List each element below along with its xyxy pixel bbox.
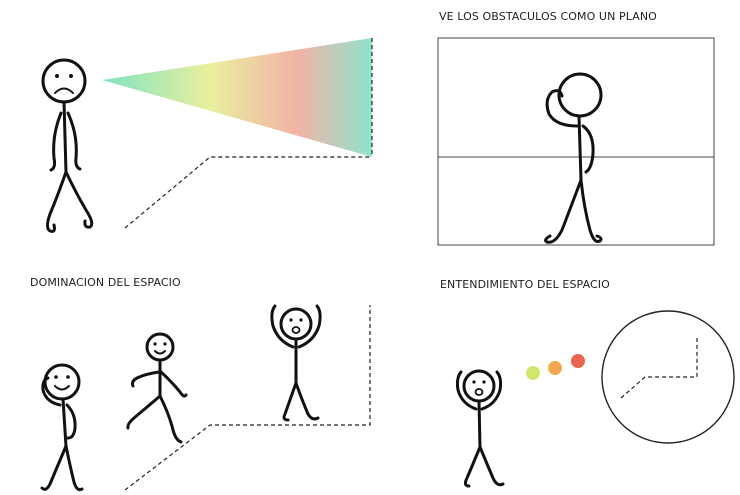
running-figure-right-leg: [158, 394, 183, 444]
thinking-figure-right-leg: [579, 178, 603, 243]
excited-figure-head: [462, 369, 496, 403]
sad-figure-left-eye: [55, 74, 59, 78]
thought-bubble-stairs: [620, 338, 698, 399]
cheering-figure-right-arm: [297, 304, 322, 349]
smiling-figure-hand-on-head: [41, 376, 62, 407]
excited-figure: [455, 369, 505, 488]
sad-figure-right-leg: [64, 170, 94, 229]
smiling-figure-right-leg: [64, 444, 84, 492]
running-figure-left-arm: [131, 370, 161, 388]
running-figure-left-leg: [126, 394, 162, 430]
smiling-figure-left-leg: [40, 444, 68, 491]
thought-bubble: [601, 310, 735, 444]
sad-figure-body: [62, 100, 68, 174]
smiling-figure: [40, 363, 84, 492]
thinking-figure-head: [557, 72, 603, 118]
thought-dot-small: [526, 366, 540, 380]
excited-figure-right-leg: [478, 445, 505, 487]
thinking-figure-hand-on-head: [545, 89, 579, 128]
cheering-figure-head: [279, 307, 313, 341]
cheering-figure-right-leg: [294, 381, 320, 421]
sad-figure-frown: [54, 87, 74, 94]
thinking-figure: [544, 72, 603, 244]
smiling-figure-smile: [54, 385, 70, 391]
cheering-figure-right-eye: [299, 318, 303, 322]
smiling-figure-head: [43, 363, 81, 401]
sad-figure-right-arm: [66, 111, 82, 171]
excited-figure-left-eye: [472, 380, 476, 384]
running-figure-right-arm: [159, 370, 188, 398]
sad-figure: [41, 58, 94, 233]
sad-figure-head: [41, 58, 87, 104]
cheering-figure: [270, 304, 322, 422]
cheering-figure-open-mouth: [291, 326, 301, 334]
running-figure-right-eye: [163, 342, 167, 346]
cheering-figure-left-leg: [282, 381, 298, 422]
running-figure-smile: [154, 350, 166, 355]
smiling-figure-right-eye: [66, 375, 70, 379]
excited-figure-left-leg: [463, 445, 482, 488]
sad-figure-left-arm: [49, 111, 63, 172]
sad-figure-right-eye: [69, 74, 73, 78]
plane-frame: [437, 37, 715, 246]
ground-plane-line: [124, 156, 372, 229]
running-figure-left-eye: [153, 342, 157, 346]
excited-figure-right-eye: [482, 380, 486, 384]
thinking-figure-right-arm: [581, 124, 595, 174]
sad-figure-left-leg: [46, 170, 68, 233]
cheering-figure-left-eye: [289, 318, 293, 322]
thought-dot-medium: [548, 361, 562, 375]
smiling-figure-left-eye: [54, 375, 58, 379]
excited-figure-right-arm: [480, 370, 503, 411]
caption-plane: VE LOS OBSTACULOS COMO UN PLANO: [439, 10, 657, 23]
excited-figure-body: [477, 399, 482, 449]
cheering-figure-left-arm: [270, 304, 295, 349]
vision-cone: [102, 38, 372, 157]
thinking-figure-body: [577, 114, 583, 182]
thought-dot-large: [571, 354, 585, 368]
excited-figure-left-arm: [455, 370, 478, 411]
running-figure-head: [145, 332, 175, 362]
caption-domination: DOMINACION DEL ESPACIO: [30, 276, 181, 289]
running-figure: [126, 332, 188, 444]
smiling-figure-right-arm: [65, 403, 77, 440]
caption-understanding: ENTENDIMIENTO DEL ESPACIO: [440, 278, 610, 291]
smiling-figure-body: [61, 397, 68, 448]
thinking-figure-left-leg: [544, 178, 583, 244]
excited-figure-open-mouth: [474, 388, 484, 396]
